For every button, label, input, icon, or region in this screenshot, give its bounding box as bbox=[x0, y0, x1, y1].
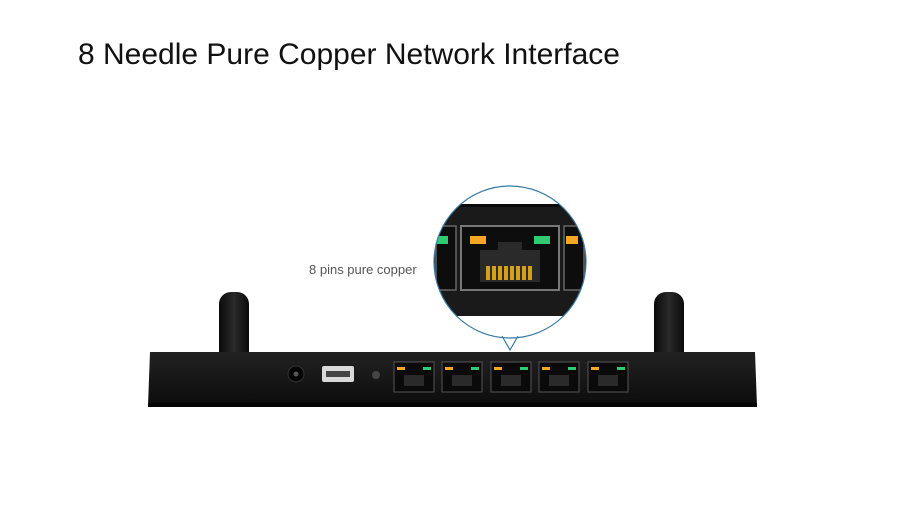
ethernet-port-icon bbox=[587, 361, 629, 393]
magnifier-callout bbox=[433, 185, 587, 352]
dc-power-jack-icon bbox=[287, 365, 305, 383]
ethernet-port-icon bbox=[490, 361, 532, 393]
ethernet-port-closeup-icon bbox=[460, 225, 560, 291]
reset-button-icon bbox=[372, 371, 380, 379]
ethernet-ports bbox=[393, 361, 629, 393]
copper-pins bbox=[486, 266, 532, 280]
ethernet-port-icon bbox=[393, 361, 435, 393]
page-title: 8 Needle Pure Copper Network Interface bbox=[78, 38, 620, 71]
callout-label: 8 pins pure copper bbox=[309, 262, 417, 277]
ethernet-port-icon bbox=[538, 361, 580, 393]
usb-port-icon bbox=[322, 366, 354, 382]
ethernet-port-icon bbox=[441, 361, 483, 393]
